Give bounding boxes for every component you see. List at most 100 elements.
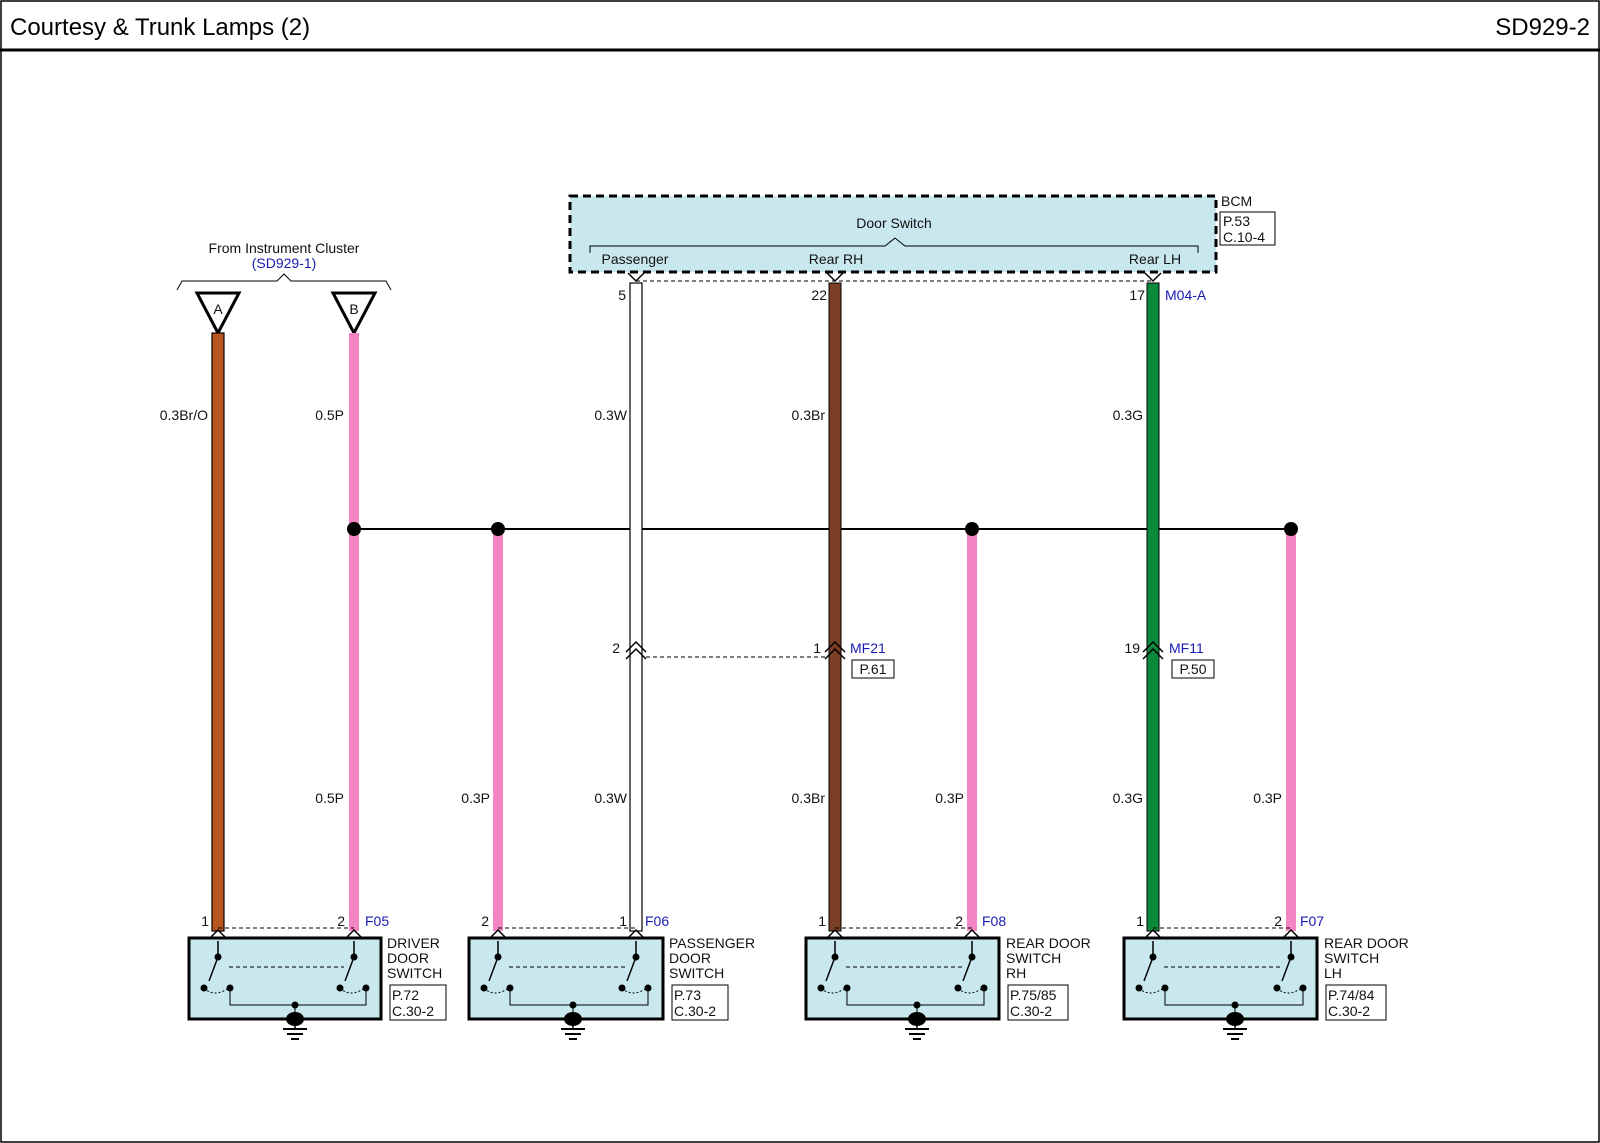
- header: Courtesy & Trunk Lamps (2) SD929-2: [0, 14, 1600, 52]
- mf11-name: MF11: [1169, 640, 1204, 656]
- switch-name-line-1: REAR DOOR: [1324, 935, 1409, 951]
- inline-connector-mf11: 19 MF11 P.50: [1124, 640, 1215, 679]
- bcm-output-rear-lh: Rear LH: [1129, 251, 1181, 267]
- switch-page: P.74/84: [1328, 987, 1375, 1003]
- bcm-box: [568, 194, 1218, 274]
- bcm-terminal-rear-rh: [826, 272, 844, 283]
- wire-label-b-top: 0.5P: [315, 407, 344, 423]
- wire-label-passenger-top: 0.3W: [594, 407, 627, 423]
- switch-contact-dots: [1135, 953, 1307, 1009]
- connector-b-triangle: [330, 291, 378, 337]
- switch-location: C.30-2: [1010, 1003, 1052, 1019]
- wire-b-pink: [349, 333, 359, 931]
- instrument-cluster-source: From Instrument Cluster (SD929-1) A B: [176, 240, 392, 337]
- switch-contact-dots: [480, 953, 652, 1009]
- ground-symbol: [283, 1012, 307, 1040]
- wire-label-a-top: 0.3Br/O: [160, 407, 208, 423]
- source-brace: [176, 273, 392, 291]
- switch-name-line-3: RH: [1006, 965, 1026, 981]
- switch-connector-id: F06: [645, 913, 669, 929]
- switch-page: P.73: [674, 987, 701, 1003]
- switch-pin-right: 2: [337, 913, 345, 929]
- connector-b-label: B: [349, 301, 358, 317]
- switch-contact-dots: [817, 953, 988, 1009]
- bcm-connector-id: M04-A: [1165, 287, 1207, 303]
- wire-a-brown-orange: [211, 332, 225, 932]
- mf11-chevron: [1142, 640, 1164, 660]
- switch-pin-left: 1: [818, 913, 826, 929]
- wire-label-pink-1: 0.3P: [461, 790, 490, 806]
- switch-ref-box: [1325, 984, 1387, 1021]
- ground-symbol: [1223, 1012, 1247, 1040]
- ground-symbol: [561, 1012, 585, 1040]
- bcm-page: P.53: [1223, 213, 1250, 229]
- switch-pin-right: 1: [619, 913, 627, 929]
- switch-terminal-right: [964, 928, 980, 938]
- switch-ref-box: [1007, 984, 1069, 1021]
- switch-page: P.72: [392, 987, 419, 1003]
- switch-name-line-1: DRIVER: [387, 935, 440, 951]
- switch-terminal-left: [1145, 928, 1161, 938]
- mf21-ref-box: [851, 659, 895, 679]
- diagram-title: Courtesy & Trunk Lamps (2): [10, 14, 310, 41]
- switch-rear-door-lh: 1 2 F07 REAR DOOR: [1122, 913, 1409, 1040]
- switch-location: C.30-2: [1328, 1003, 1370, 1019]
- switch-page: P.75/85: [1010, 987, 1057, 1003]
- bcm-pin-5: 5: [618, 287, 626, 303]
- switch-name-line-2: DOOR: [387, 950, 429, 966]
- switch-rear-door-rh: 1 2 F08 REAR DOOR: [804, 913, 1091, 1040]
- bcm-function-brace: [589, 237, 1199, 253]
- mf21-name: MF21: [850, 640, 886, 656]
- switch-terminal-right: [1283, 928, 1299, 938]
- switch-terminal-right: [628, 928, 644, 938]
- switch-contact-dots: [200, 953, 370, 1009]
- switch-pin-left: 1: [201, 913, 209, 929]
- wire-label-rear-lh-bottom: 0.3G: [1113, 790, 1143, 806]
- splice-dot-2: [965, 522, 979, 536]
- wire-label-passenger-bottom: 0.3W: [594, 790, 627, 806]
- bcm-pin-17: 17: [1129, 287, 1145, 303]
- bcm-terminal-rear-lh: [1144, 272, 1162, 283]
- mf11-page: P.50: [1180, 661, 1207, 677]
- switch-location: C.30-2: [392, 1003, 434, 1019]
- switch-pin-left: 2: [481, 913, 489, 929]
- bcm-location: C.10-4: [1223, 229, 1265, 245]
- splice-dot-b: [347, 522, 361, 536]
- switch-connector-id: F05: [365, 913, 389, 929]
- splice-dot-3: [1284, 522, 1298, 536]
- wire-pink-branch-1: [493, 529, 503, 931]
- wire-label-rear-rh-top: 0.3Br: [792, 407, 826, 423]
- wire-label-b-bottom: 0.5P: [315, 790, 344, 806]
- wire-label-rear-rh-bottom: 0.3Br: [792, 790, 826, 806]
- wire-passenger-white: [629, 282, 643, 932]
- switch-name-line-3: SWITCH: [387, 965, 442, 981]
- connector-a-label: A: [213, 301, 223, 317]
- bcm-module: BCM P.53 C.10-4 Door Switch Passenger Re…: [568, 193, 1276, 303]
- switch-terminal-left: [490, 928, 506, 938]
- mf21-page: P.61: [860, 661, 887, 677]
- mf21-chevron-rear-rh: [824, 640, 846, 660]
- switch-connector-id: F08: [982, 913, 1006, 929]
- switch-name-line-1: REAR DOOR: [1006, 935, 1091, 951]
- switch-driver-door: 1 2 F05 DRIVER: [187, 913, 447, 1040]
- switch-passenger-door: 2 1 F06 PASSENGER: [467, 913, 755, 1040]
- switch-pin-right: 2: [1274, 913, 1282, 929]
- switch-ref-box: [671, 984, 729, 1021]
- wire-pink-branch-2: [967, 529, 977, 931]
- switch-terminal-right: [346, 928, 362, 938]
- switch-name-line-3: SWITCH: [669, 965, 724, 981]
- ground-symbol: [905, 1012, 929, 1040]
- bcm-output-passenger: Passenger: [602, 251, 669, 267]
- wire-rear-lh-green: [1146, 282, 1160, 932]
- switch-location: C.30-2: [674, 1003, 716, 1019]
- switch-pin-left: 1: [1136, 913, 1144, 929]
- switch-name-line-1: PASSENGER: [669, 935, 755, 951]
- mf11-pin: 19: [1124, 640, 1140, 656]
- inline-connector-mf21: 2 1 MF21 P.61: [612, 640, 895, 679]
- mf21-pin-right: 1: [813, 640, 821, 656]
- bcm-ref-box: [1219, 211, 1276, 246]
- bcm-function-label: Door Switch: [856, 215, 931, 231]
- switch-connector-id: F07: [1300, 913, 1324, 929]
